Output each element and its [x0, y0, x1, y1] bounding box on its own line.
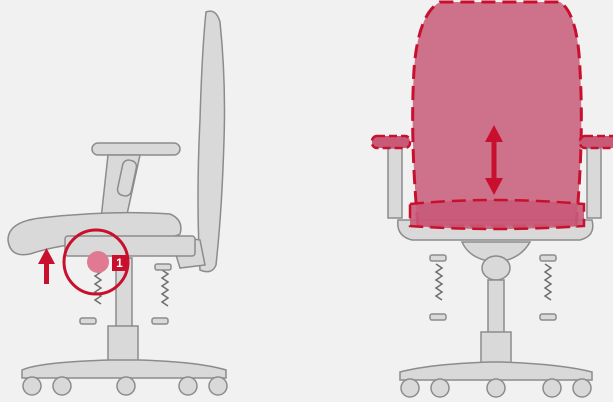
front-armrest-post-left	[388, 148, 402, 218]
front-backrest-highlight	[413, 2, 582, 226]
front-base	[400, 362, 592, 380]
side-spring-cap-right	[152, 318, 168, 324]
side-spring-top-right	[155, 264, 171, 270]
side-column	[108, 326, 138, 364]
front-column	[481, 332, 511, 364]
front-armrest-post-right	[587, 148, 601, 218]
side-base	[22, 360, 226, 378]
side-casters	[23, 377, 227, 395]
side-backrest	[198, 11, 225, 272]
front-spring-cap-tl	[430, 255, 446, 261]
front-seat-highlight	[410, 200, 584, 229]
front-spring-cap-br	[540, 314, 556, 320]
side-seat-mechanism	[65, 236, 195, 256]
front-spring-cap-bl	[430, 314, 446, 320]
front-hub	[482, 256, 510, 280]
lever-highlight-dot	[87, 251, 109, 273]
side-armrest-pad	[92, 143, 180, 155]
front-casters	[401, 379, 591, 397]
side-spring-cap-left	[80, 318, 96, 324]
front-spring-cap-tr	[540, 255, 556, 261]
front-armrest-pad-right	[580, 136, 613, 148]
up-arrow-icon	[38, 248, 55, 284]
callout-number-badge: 1	[112, 255, 127, 271]
front-highlighted-backrest	[372, 2, 613, 229]
front-gas-cylinder	[488, 280, 504, 334]
front-armrest-pad-left	[372, 136, 410, 148]
side-view-chair	[8, 11, 227, 395]
